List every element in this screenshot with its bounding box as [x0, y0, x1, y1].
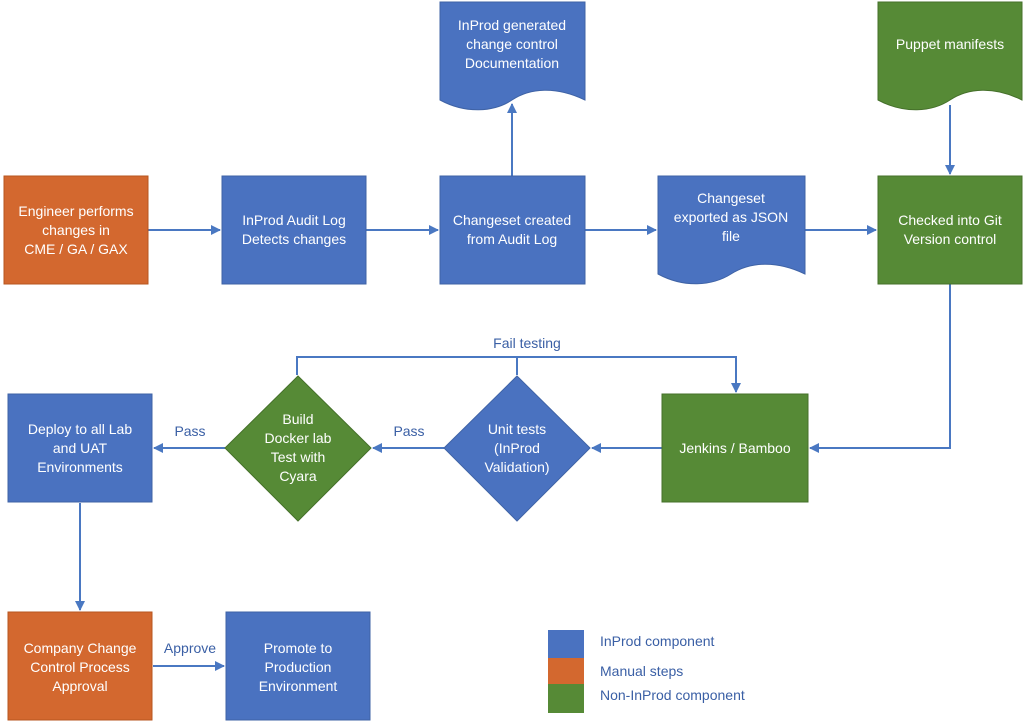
node-documentation-line-3: Documentation — [465, 55, 559, 71]
node-promote-line-2: Production — [265, 659, 332, 675]
node-jenkins: Jenkins / Bamboo — [661, 393, 809, 503]
node-git-line-2: Version control — [904, 231, 997, 247]
approve-label: Approve — [164, 640, 216, 656]
node-engineer-line-1: Engineer performs — [18, 203, 133, 219]
legend-swatch-manual — [548, 658, 584, 685]
node-audit-log-line-2: Detects changes — [242, 231, 346, 247]
node-changeset-created: Changeset created from Audit Log — [439, 175, 586, 285]
node-unit-tests-line-1: Unit tests — [488, 421, 546, 437]
node-unit-tests-line-2: (InProd — [494, 440, 540, 456]
connectors — [75, 103, 955, 671]
node-json-export-line-2: exported as JSON — [674, 209, 788, 225]
node-changeset-created-line-1: Changeset created — [453, 212, 571, 228]
node-deploy-line-3: Environments — [37, 459, 123, 475]
node-deploy-line-1: Deploy to all Lab — [28, 421, 133, 437]
node-promote-line-3: Environment — [259, 678, 338, 694]
node-json-export-line-3: file — [722, 228, 740, 244]
node-changeset-created-line-2: from Audit Log — [467, 231, 557, 247]
node-engineer-line-3: CME / GA / GAX — [24, 241, 128, 257]
node-unit-tests-line-3: Validation) — [484, 459, 549, 475]
pass-label-unit-tests: Pass — [393, 423, 424, 439]
legend-label-manual: Manual steps — [600, 663, 683, 679]
pass-label-docker: Pass — [174, 423, 205, 439]
node-docker-line-4: Cyara — [279, 468, 317, 484]
node-approval-line-3: Approval — [52, 678, 107, 694]
node-json-export-line-1: Changeset — [697, 190, 765, 206]
legend: InProd component Manual steps Non-InProd… — [548, 630, 745, 713]
node-git-line-1: Checked into Git — [898, 212, 1002, 228]
node-approval-line-1: Company Change — [24, 640, 137, 656]
node-docker: Build Docker lab Test with Cyara — [224, 375, 372, 522]
node-unit-tests: Unit tests (InProd Validation) — [443, 375, 591, 522]
node-git: Checked into Git Version control — [877, 175, 1023, 285]
legend-label-non-inprod: Non-InProd component — [600, 687, 745, 703]
arrow-git-to-jenkins — [809, 284, 951, 453]
node-audit-log-line-1: InProd Audit Log — [242, 212, 346, 228]
legend-swatch-inprod — [548, 630, 584, 659]
fail-testing-line-docker — [296, 356, 741, 393]
node-docker-line-2: Docker lab — [265, 430, 332, 446]
node-approval-line-2: Control Process — [30, 659, 130, 675]
node-documentation-line-2: change control — [466, 36, 558, 52]
node-documentation-line-1: InProd generated — [458, 17, 566, 33]
node-deploy-line-2: and UAT — [53, 440, 108, 456]
node-deploy: Deploy to all Lab and UAT Environments — [7, 393, 153, 503]
node-jenkins-line-1: Jenkins / Bamboo — [679, 440, 790, 456]
legend-label-inprod: InProd component — [600, 633, 715, 649]
node-engineer: Engineer performs changes in CME / GA / … — [3, 175, 149, 285]
node-approval: Company Change Control Process Approval — [7, 611, 153, 721]
node-puppet-line-1: Puppet manifests — [896, 36, 1004, 52]
node-documentation: InProd generated change control Document… — [439, 1, 586, 111]
node-json-export: Changeset exported as JSON file — [657, 175, 806, 285]
node-promote-line-1: Promote to — [264, 640, 333, 656]
node-promote: Promote to Production Environment — [225, 611, 371, 721]
node-engineer-line-2: changes in — [42, 222, 110, 238]
node-audit-log: InProd Audit Log Detects changes — [221, 175, 367, 285]
node-docker-line-3: Test with — [271, 449, 325, 465]
fail-testing-label: Fail testing — [493, 335, 561, 351]
node-puppet: Puppet manifests — [877, 1, 1023, 111]
node-docker-line-1: Build — [282, 411, 313, 427]
legend-swatch-non-inprod — [548, 684, 584, 713]
